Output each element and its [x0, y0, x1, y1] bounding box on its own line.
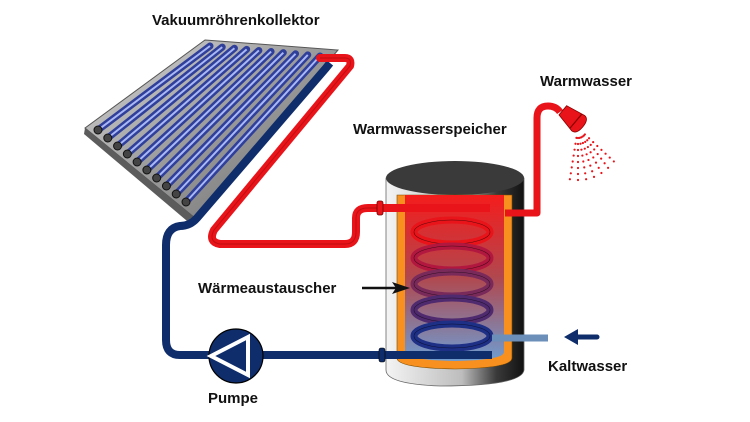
tube-end-cap	[103, 133, 113, 143]
pump-label: Pumpe	[208, 390, 259, 407]
spray-drop	[604, 152, 607, 155]
spray-drop	[582, 160, 585, 163]
spray-drop	[587, 137, 591, 140]
spray-drop	[581, 141, 585, 145]
spray-drop	[589, 143, 592, 146]
tube-end-cap	[181, 197, 191, 207]
spray-drop	[596, 152, 599, 156]
heat-exchanger-arrow-icon	[362, 282, 410, 294]
vacuum-tube-highlight	[126, 48, 248, 155]
vacuum-tube-highlight	[165, 53, 297, 187]
tube-end-cap	[142, 165, 152, 175]
vacuum-tube-highlight	[136, 49, 260, 163]
cold-pipe-fitting	[378, 347, 386, 363]
spray-drop	[576, 166, 580, 170]
heat-exchanger-coil	[410, 216, 494, 352]
vacuum-tube-highlight	[97, 45, 211, 131]
spray-drop	[568, 178, 571, 181]
cold-water-arrow-icon	[564, 329, 600, 345]
cold-return-pipe	[162, 60, 385, 359]
vacuum-tube-highlight	[175, 54, 309, 195]
spray-drop	[585, 153, 588, 156]
spray-drop	[576, 154, 580, 158]
spray-drop	[600, 171, 603, 175]
collector-frame-side	[84, 128, 195, 226]
spray-drop	[600, 157, 603, 160]
storage-tank	[385, 161, 525, 387]
spray-drop	[586, 145, 590, 149]
vacuum-tube-highlight	[155, 51, 285, 179]
spray-drop	[571, 160, 574, 163]
tank-lid	[386, 161, 524, 195]
spray-drop	[592, 156, 595, 159]
spray-drop	[592, 141, 595, 144]
spray-drop	[569, 172, 572, 175]
spray-drop	[589, 164, 592, 167]
spray-drop	[585, 178, 588, 181]
vacuum-tube-collector	[84, 39, 340, 226]
collector-label: Vakuumröhrenkollektor	[152, 12, 320, 29]
spray-drop	[612, 160, 615, 163]
shower-spray	[568, 133, 615, 182]
spray-drop	[606, 166, 610, 169]
tube-end-cap	[93, 125, 103, 135]
spray-drop	[576, 172, 580, 176]
spray-drop	[596, 144, 599, 148]
coil-turn-outline	[413, 323, 491, 349]
heat-exchanger-label: Wärmeaustauscher	[198, 280, 337, 297]
spray-drop	[584, 172, 587, 175]
spray-drop	[576, 142, 580, 146]
vacuum-tube-highlight	[116, 47, 236, 147]
tube-end-cap	[152, 173, 162, 183]
spray-drop	[581, 154, 584, 157]
spray-drop	[593, 148, 596, 151]
spray-drop	[576, 148, 580, 152]
hot-flow-pipe	[208, 54, 409, 248]
spray-drop	[589, 151, 592, 154]
spray-drop	[597, 166, 600, 169]
spray-drop	[576, 160, 580, 164]
tube-end-cap	[132, 157, 142, 167]
pump-icon	[206, 328, 264, 384]
spray-drop	[591, 170, 594, 173]
spray-drop	[580, 148, 583, 151]
spray-drop	[583, 147, 586, 150]
tube-end-cap	[122, 149, 132, 159]
spray-drop	[586, 139, 589, 142]
spray-drop	[573, 148, 576, 151]
tube-end-cap	[171, 189, 181, 199]
spray-drop	[575, 136, 578, 139]
tube-end-cap	[161, 181, 171, 191]
spray-drop	[583, 166, 586, 169]
spray-drop	[594, 161, 598, 164]
hot-water-label: Warmwasser	[540, 73, 632, 90]
spray-drop	[579, 142, 582, 145]
vacuum-tube-highlight	[107, 46, 223, 139]
spray-drop	[592, 175, 596, 178]
vacuum-tube-highlight	[185, 55, 321, 203]
spray-drop	[572, 154, 575, 157]
shower-head	[558, 105, 587, 133]
spray-drop	[587, 158, 590, 162]
spray-drop	[608, 156, 611, 159]
vacuum-tube-highlight	[146, 50, 272, 171]
spray-drop	[576, 178, 580, 182]
spray-drop	[603, 162, 606, 165]
spray-drop	[600, 148, 603, 151]
spray-drop	[570, 166, 573, 169]
hot-water-outlet-pipe	[505, 102, 563, 217]
spray-drop	[584, 140, 587, 143]
storage-tank-label: Warmwasserspeicher	[353, 121, 507, 138]
tube-end-cap	[113, 141, 123, 151]
cold-water-label: Kaltwasser	[548, 358, 628, 375]
hot-pipe-fitting	[376, 200, 384, 216]
collector-tubes	[93, 42, 324, 207]
spray-drop	[574, 142, 577, 145]
